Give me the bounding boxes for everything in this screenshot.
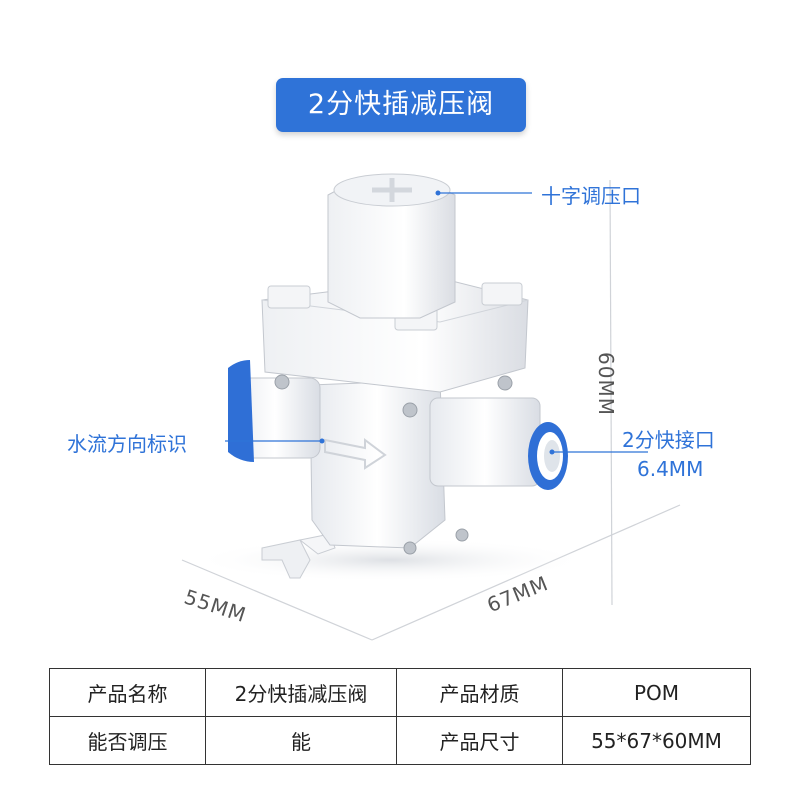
spec-label-size: 产品尺寸 (396, 716, 563, 765)
callout-adjustment-port: 十字调压口 (541, 184, 641, 208)
depth-dimension-line (181, 559, 373, 641)
spec-value-size: 55*67*60MM (562, 716, 751, 765)
table-row: 产品名称 2分快插减压阀 产品材质 POM (49, 668, 751, 717)
dimension-height: 60MM (593, 352, 618, 416)
table-row: 能否调压 能 产品尺寸 55*67*60MM (49, 716, 751, 765)
spec-value-adjustable: 能 (205, 716, 397, 765)
spec-value-material: POM (562, 668, 751, 717)
spec-label-name: 产品名称 (49, 668, 206, 717)
height-dimension-line (609, 179, 613, 606)
callout-quick-connector: 2分快接口 (622, 428, 715, 452)
callout-flow-direction: 水流方向标识 (67, 432, 187, 456)
spec-value-name: 2分快插减压阀 (205, 668, 397, 717)
callout-quick-connector-size: 6.4MM (637, 457, 704, 481)
spec-label-material: 产品材质 (396, 668, 563, 717)
spec-table: 产品名称 2分快插减压阀 产品材质 POM 能否调压 能 产品尺寸 55*67*… (49, 668, 751, 765)
spec-label-adjustable: 能否调压 (49, 716, 206, 765)
title-badge: 2分快插减压阀 (276, 78, 526, 132)
